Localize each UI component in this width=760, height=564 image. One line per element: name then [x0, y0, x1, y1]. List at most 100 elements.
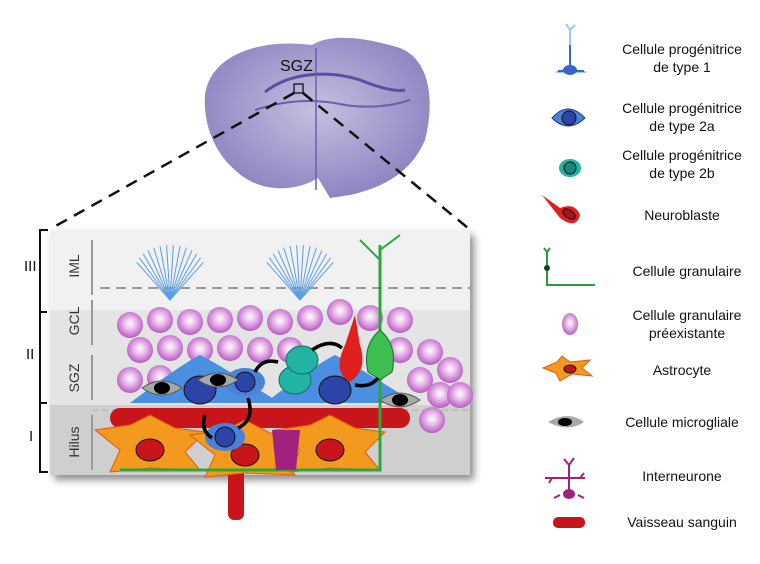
legend-item: Vaisseau sanguin	[597, 513, 760, 531]
zone-i-label: I	[29, 428, 34, 445]
layer-sgz-label: SGZ	[66, 363, 82, 393]
preexisting-granule-cell	[237, 305, 263, 331]
preexisting-granule-cell	[437, 357, 463, 383]
dendrite	[266, 261, 301, 301]
type1-nucleus	[318, 375, 352, 405]
type2a-nucleus	[214, 426, 236, 448]
legend-item: Cellule granulaire	[602, 262, 760, 280]
dendrite	[169, 245, 174, 301]
legend-item: Neuroblaste	[597, 206, 760, 224]
astrocyte-icon	[541, 355, 594, 382]
preexisting-granule-cell	[327, 299, 353, 325]
neuroblast	[339, 315, 363, 382]
legend-item: Cellule microgliale	[597, 413, 760, 431]
astrocyte-nucleus	[230, 443, 260, 467]
blood-vessel-icon	[553, 517, 585, 528]
legend-label: Cellule progénitrice	[622, 100, 742, 116]
zone-bracket	[39, 229, 48, 473]
layer-iml-label: IML	[66, 254, 82, 278]
legend-item: Cellule granulaire préexistante	[602, 306, 760, 342]
type2a-nucleus	[234, 371, 256, 393]
dendrite	[153, 247, 171, 301]
legend-label: Interneurone	[642, 468, 722, 484]
dendrite	[289, 245, 301, 301]
dendrite	[166, 245, 171, 301]
preexisting-granule-cell	[417, 339, 443, 365]
zoom-line-right	[302, 92, 469, 229]
lineage-arrow	[237, 397, 252, 430]
dendrite	[142, 253, 171, 301]
preexisting-granule-cell	[247, 337, 273, 363]
astrocyte-nucleus	[315, 438, 345, 462]
type1-progenitor-icon	[556, 23, 586, 75]
microglia-nucleus	[392, 394, 408, 406]
preexisting-granule-cell	[217, 335, 243, 361]
legend-label: de type 2a	[649, 118, 715, 134]
type2b-progenitor	[285, 345, 319, 375]
preexisting-granule-cell-icon	[562, 313, 578, 335]
legend-item: Cellule progénitrice de type 1	[597, 40, 760, 76]
legend-item: Astrocyte	[597, 361, 760, 379]
zone-ii-label: II	[26, 346, 35, 363]
preexisting-granule-cell	[357, 305, 383, 331]
dendrite	[169, 247, 187, 301]
dendrite	[299, 245, 311, 301]
legend-label: préexistante	[648, 325, 726, 341]
legend-label: de type 2b	[649, 165, 715, 181]
preexisting-granule-cell	[147, 307, 173, 333]
dendrite	[139, 257, 171, 301]
granule-dendrite	[359, 234, 401, 261]
dendrite	[147, 250, 171, 301]
sgz-marker	[293, 83, 304, 94]
preexisting-granule-cell	[387, 307, 413, 333]
dendrite	[299, 261, 334, 301]
lineage-arrow	[201, 414, 214, 440]
astrocyte-nucleus	[135, 438, 165, 462]
type2a-progenitor-icon	[551, 108, 586, 127]
granule-cell	[366, 329, 394, 381]
preexisting-granule-cell	[207, 307, 233, 333]
granule-cell-icon	[543, 247, 595, 286]
preexisting-granule-cell	[177, 309, 203, 335]
microglia-nucleus	[210, 374, 226, 386]
legend-label: Neuroblaste	[644, 207, 720, 223]
dendrite	[136, 261, 171, 301]
dendrite	[272, 253, 301, 301]
preexisting-granule-cell	[267, 309, 293, 335]
legend-label: Cellule granulaire	[632, 263, 742, 279]
zoom-line-left	[51, 91, 295, 230]
preexisting-granule-cell	[117, 367, 143, 393]
cell-illustration	[93, 234, 473, 520]
interneuron-icon	[545, 457, 585, 499]
legend-label: Astrocyte	[652, 362, 712, 378]
dendrite	[169, 261, 204, 301]
legend-label: Cellule progénitrice	[622, 147, 742, 163]
brain-section	[204, 37, 430, 198]
dendrite	[296, 245, 301, 301]
preexisting-granule-cell	[407, 367, 433, 393]
neuroblast-icon	[542, 195, 580, 224]
microglia-icon	[548, 416, 584, 428]
microglia-nucleus	[154, 382, 170, 394]
preexisting-granule-cell	[127, 337, 153, 363]
preexisting-granule-cell	[157, 335, 183, 361]
preexisting-granule-cell	[187, 337, 213, 363]
preexisting-granule-cell	[297, 305, 323, 331]
zone-iii-label: III	[24, 258, 37, 275]
dendrite	[299, 257, 331, 301]
sgz-label: SGZ	[280, 58, 313, 75]
legend-item: Cellule progénitrice de type 2b	[597, 146, 760, 182]
legend-label: Cellule granulaire	[632, 307, 742, 323]
lineage-arrow	[311, 341, 344, 352]
dendrite	[283, 247, 301, 301]
legend-label: Vaisseau sanguin	[627, 514, 737, 530]
interneuron	[272, 430, 300, 470]
granule-axon	[120, 245, 382, 472]
lineage-arrow	[354, 376, 380, 388]
legend-label: de type 1	[653, 59, 711, 75]
preexisting-granule-cell	[419, 407, 445, 433]
layer-hilus-label: Hilus	[66, 426, 82, 458]
layer-gcl-label: GCL	[66, 306, 82, 336]
legend-label: Cellule progénitrice	[622, 41, 742, 57]
